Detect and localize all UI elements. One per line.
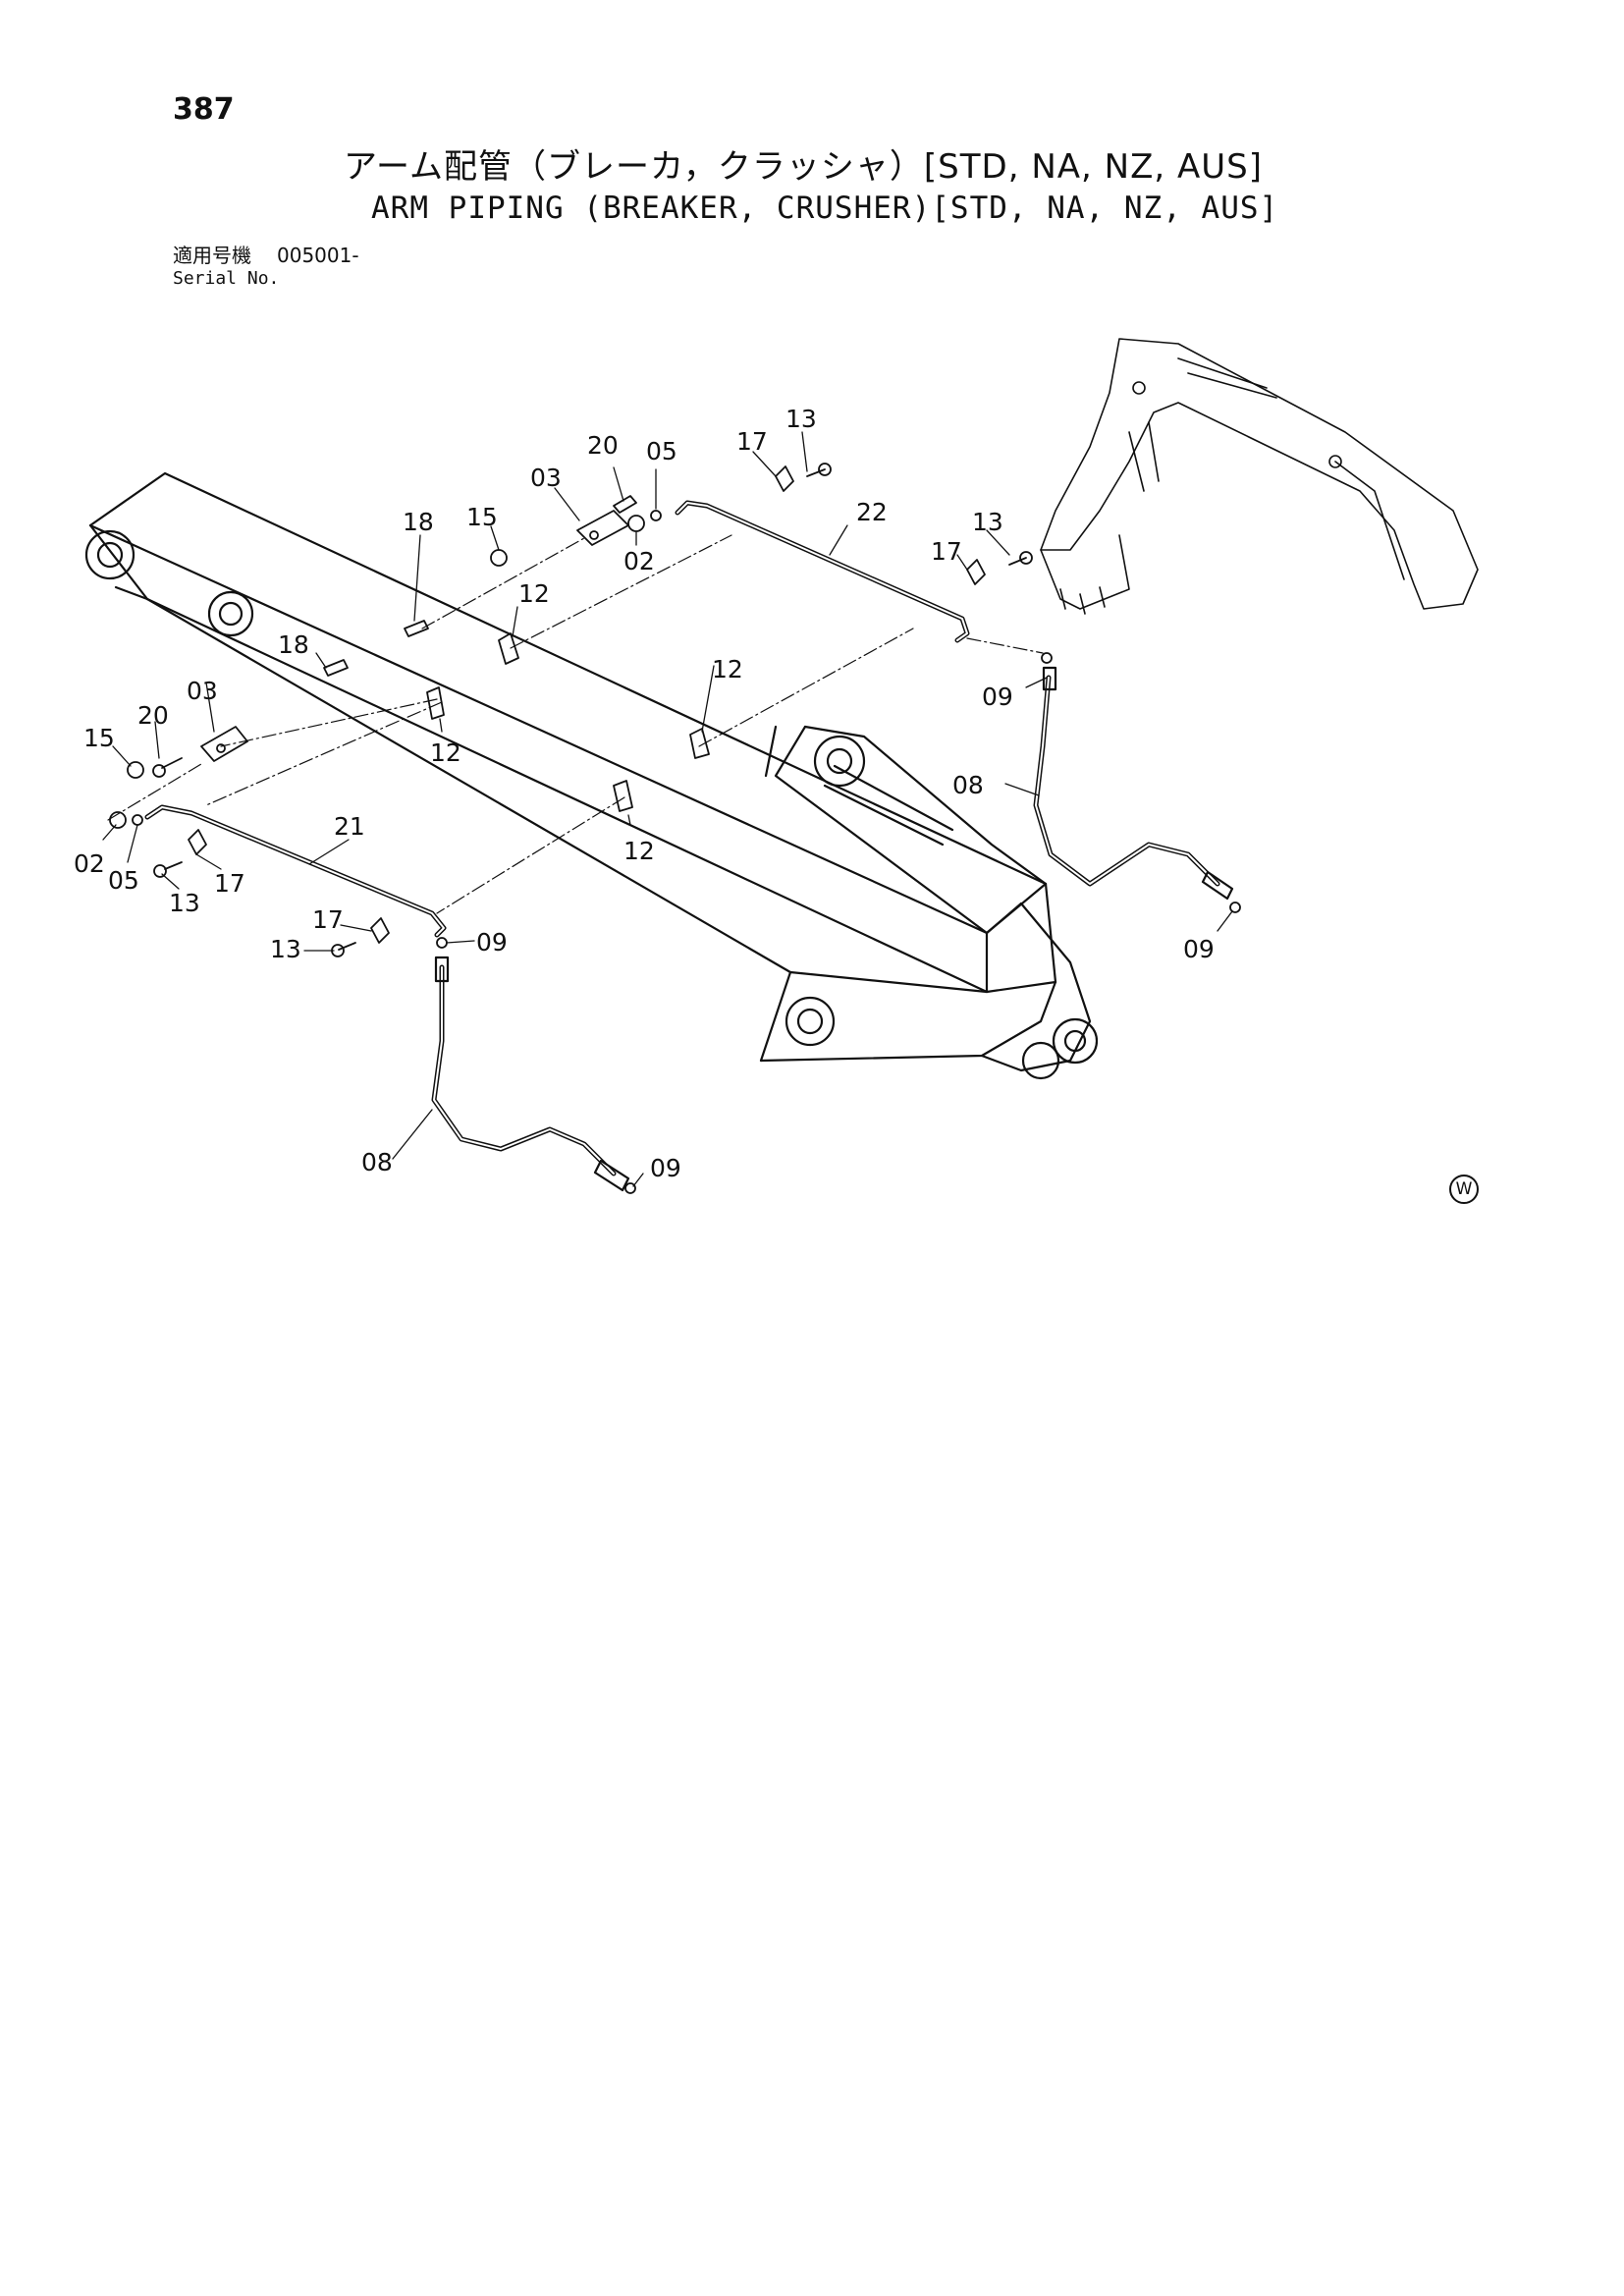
part-label: 12 bbox=[623, 837, 655, 865]
serial-info: 適用号機 005001- Serial No. bbox=[173, 244, 359, 291]
part-label: 08 bbox=[361, 1148, 393, 1176]
part-labels: 20 05 17 13 03 18 15 22 02 13 17 12 12 1… bbox=[74, 405, 1215, 1182]
leader-lines bbox=[102, 431, 1233, 1187]
part-label: 08 bbox=[952, 771, 984, 799]
part-label: 15 bbox=[83, 724, 115, 752]
arm-body bbox=[88, 471, 1092, 1072]
arm-pins bbox=[84, 529, 1099, 1080]
part-label: 02 bbox=[74, 849, 105, 878]
page-title-japanese: アーム配管（ブレーカ，クラッシャ）[STD, NA, NZ, AUS] bbox=[344, 147, 1263, 187]
part-label: 03 bbox=[187, 677, 218, 705]
part-label: 20 bbox=[137, 701, 169, 730]
serial-label-japanese: 適用号機 bbox=[173, 244, 251, 267]
part-label: 22 bbox=[856, 498, 888, 526]
part-label: 12 bbox=[712, 655, 743, 683]
serial-label-english: Serial No. bbox=[173, 268, 280, 289]
part-label: 09 bbox=[982, 683, 1013, 711]
excavator-overview bbox=[1040, 338, 1479, 615]
part-label: 03 bbox=[530, 464, 562, 492]
part-label: 12 bbox=[430, 738, 461, 767]
part-label: 18 bbox=[278, 630, 309, 659]
part-label: 20 bbox=[587, 431, 619, 460]
hose-08-left bbox=[431, 956, 630, 1192]
serial-value: 005001- bbox=[277, 244, 359, 267]
part-label: 13 bbox=[270, 935, 301, 963]
part-label: 17 bbox=[931, 537, 962, 566]
part-label: 18 bbox=[403, 508, 434, 536]
part-label: 09 bbox=[1183, 935, 1215, 963]
hose-08-right bbox=[1033, 666, 1234, 901]
center-lines bbox=[107, 534, 1044, 914]
w-mark: W bbox=[1449, 1175, 1479, 1204]
part-label: 17 bbox=[736, 427, 768, 456]
part-label: 17 bbox=[312, 905, 344, 934]
pipe-22 bbox=[675, 500, 970, 643]
part-label: 13 bbox=[169, 889, 200, 917]
part-label: 05 bbox=[646, 437, 677, 465]
part-label: 12 bbox=[518, 579, 550, 608]
page-title-english: ARM PIPING (BREAKER, CRUSHER)[STD, NA, N… bbox=[371, 191, 1279, 226]
part-label: 13 bbox=[972, 508, 1003, 536]
page-number: 387 bbox=[173, 92, 235, 127]
part-label: 17 bbox=[214, 869, 245, 898]
part-label: 09 bbox=[650, 1154, 681, 1182]
part-label: 15 bbox=[466, 503, 498, 531]
part-label: 13 bbox=[785, 405, 817, 433]
part-label: 02 bbox=[623, 547, 655, 575]
fittings bbox=[109, 463, 1241, 1194]
part-label: 09 bbox=[476, 928, 508, 957]
part-label: 05 bbox=[108, 866, 139, 895]
part-label: 21 bbox=[334, 812, 365, 841]
